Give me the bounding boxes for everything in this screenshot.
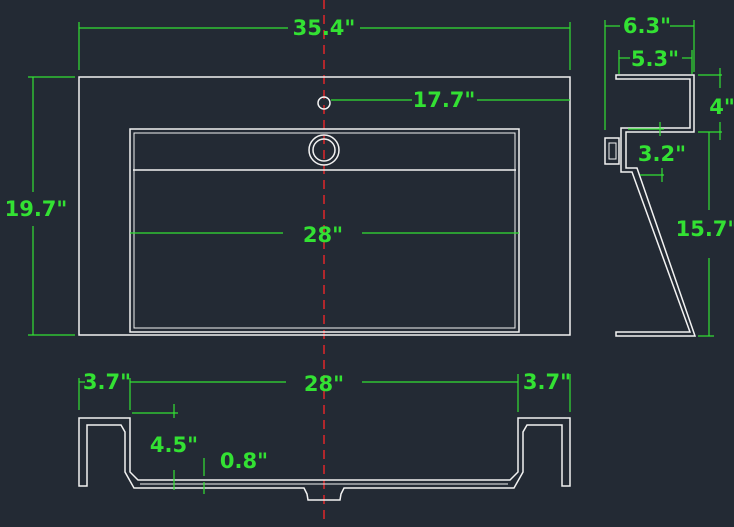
rim-height-label: 4": [709, 95, 734, 119]
basin-inner-outline: [133, 132, 516, 329]
front-basin-width-dimension: [130, 374, 519, 412]
top-depth-dimension: [604, 20, 695, 130]
overall-depth-label: 19.7": [5, 197, 68, 221]
basin-depth-dimension: [132, 404, 178, 490]
sink-outline: [78, 76, 571, 336]
side-rim-box: [604, 137, 620, 165]
top-depth-label: 6.3": [623, 14, 671, 38]
basin-outline: [129, 128, 520, 333]
basin-depth-label: 4.5": [150, 433, 198, 457]
inner-depth-dimension: [618, 50, 693, 74]
side-profile: [615, 74, 697, 337]
overall-width-label: 35.4": [293, 16, 356, 40]
leg-height-label: 15.7": [676, 217, 734, 241]
front-view: 3.7" 28" 3.7" 4.5" 0.8": [78, 370, 571, 501]
rim-height-dimension: [698, 68, 722, 140]
drop-label: 3.2": [638, 142, 686, 166]
drop-dimension: [628, 122, 664, 182]
left-deck-dimension: [78, 378, 131, 410]
faucet-hole: [317, 96, 331, 110]
front-basin-width-label: 28": [304, 372, 344, 396]
leg-height-dimension: [698, 132, 714, 337]
overall-width-dimension: [78, 22, 571, 70]
right-deck-label: 3.7": [523, 370, 571, 394]
top-view: 35.4" 19.7" 17.7" 28": [5, 16, 571, 336]
inner-depth-label: 5.3": [631, 47, 679, 71]
front-profile: [78, 417, 571, 501]
side-rim-box-inner: [608, 142, 617, 160]
left-deck-label: 3.7": [83, 370, 131, 394]
faucet-offset-label: 17.7": [413, 88, 476, 112]
drain-outer: [308, 134, 340, 166]
drain-inner: [312, 138, 336, 162]
wall-thickness-label: 0.8": [220, 449, 268, 473]
basin-width-label: 28": [303, 223, 343, 247]
side-view: 6.3" 5.3" 4" 3.2": [604, 14, 734, 337]
overall-depth-dimension: [28, 76, 75, 336]
